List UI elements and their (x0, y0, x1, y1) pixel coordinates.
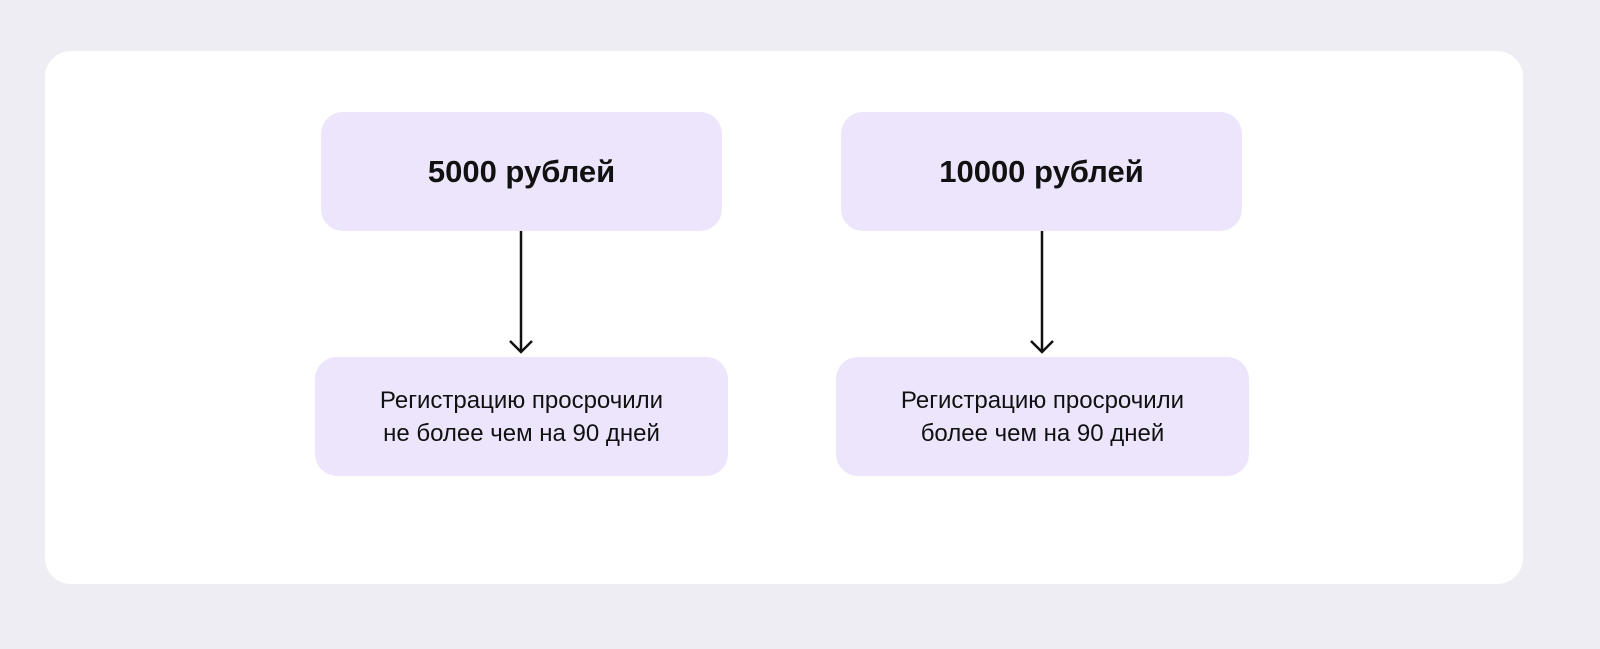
diagram-card (45, 51, 1523, 584)
condition-line-1: Регистрацию просрочили (379, 386, 664, 414)
arrow-down-icon (1030, 231, 1054, 354)
condition-line-2: более чем на 90 дней (920, 419, 1165, 447)
condition-box-1: Регистрацию просрочили не более чем на 90… (315, 357, 728, 476)
condition-box-2: Регистрацию просрочили более чем на 90 дн… (836, 357, 1249, 476)
arrow-down-icon (509, 231, 533, 354)
fine-amount-label: 5000 рублей (427, 153, 616, 189)
fine-amount-label: 10000 рублей (939, 153, 1144, 189)
fine-amount-box-1: 5000 рублей (321, 112, 722, 231)
condition-line-2: не более чем на 90 дней (383, 419, 660, 447)
fine-amount-box-2: 10000 рублей (841, 112, 1242, 231)
condition-line-1: Регистрацию просрочили (900, 386, 1185, 414)
